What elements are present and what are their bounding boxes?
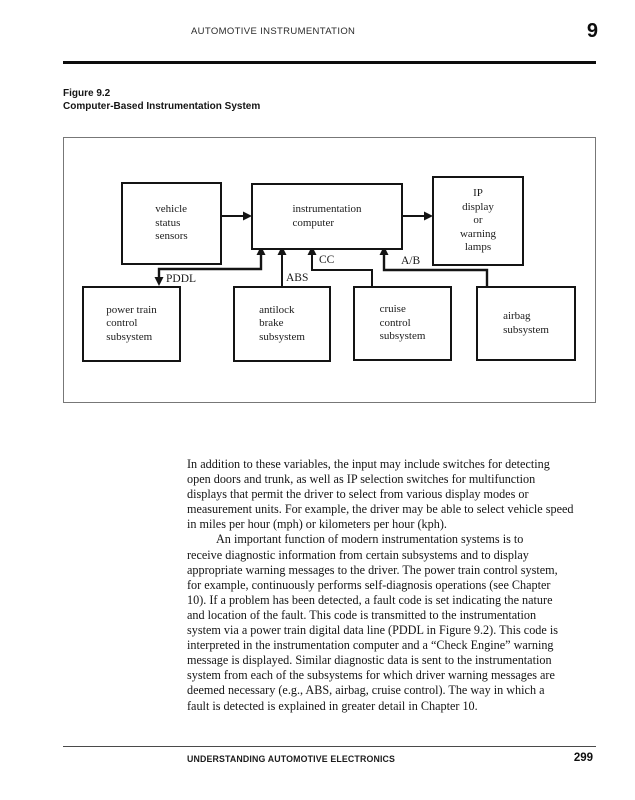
- cruise-control-subsystem-box: cruise control subsystem: [353, 286, 452, 361]
- ab-connector: [379, 246, 489, 286]
- pddl-line-label: PDDL: [166, 273, 197, 285]
- computer-to-display-arrow: [399, 211, 433, 221]
- instrumentation-computer-label: instrumentation computer: [292, 203, 362, 229]
- airbag-subsystem-label: airbag subsystem: [503, 310, 549, 336]
- running-header-title: AUTOMOTIVE INSTRUMENTATION: [191, 26, 356, 37]
- body-text: In addition to these variables, the inpu…: [187, 457, 611, 714]
- footer-page-number: 299: [573, 752, 593, 764]
- ab-line-label: A/B: [401, 255, 421, 267]
- footer-book-title: UNDERSTANDING AUTOMOTIVE ELECTRONICS: [187, 754, 396, 764]
- abs-line-label: ABS: [286, 272, 309, 284]
- figure-frame: vehicle status sensors instrumentation c…: [63, 137, 596, 403]
- cc-line-label: CC: [319, 254, 335, 266]
- vehicle-status-sensors-box: vehicle status sensors: [121, 182, 222, 265]
- body-paragraph-2: An important function of modern instrume…: [187, 532, 558, 713]
- antilock-brake-subsystem-label: antilock brake subsystem: [259, 303, 305, 343]
- instrumentation-computer-box: instrumentation computer: [251, 183, 403, 250]
- ip-display-warning-lamps-box: IP display or warning lamps: [432, 176, 524, 266]
- body-paragraph-1: In addition to these variables, the inpu…: [187, 457, 574, 532]
- pddl-connector: [154, 246, 266, 286]
- ip-display-warning-lamps-label: IP display or warning lamps: [459, 187, 497, 254]
- figure-caption: Figure 9.2 Computer-Based Instrumentatio…: [63, 87, 260, 113]
- figure-title: Computer-Based Instrumentation System: [63, 101, 261, 112]
- chapter-number: 9: [586, 20, 598, 42]
- antilock-brake-subsystem-box: antilock brake subsystem: [233, 286, 331, 362]
- power-train-control-subsystem-label: power train control subsystem: [106, 303, 157, 343]
- vehicle-status-sensors-label: vehicle status sensors: [155, 203, 188, 243]
- power-train-control-subsystem-box: power train control subsystem: [82, 286, 181, 362]
- footer-divider-rule: [63, 746, 596, 747]
- sensors-to-computer-arrow: [218, 211, 252, 221]
- diagram-connector-lines: [154, 211, 489, 286]
- airbag-subsystem-box: airbag subsystem: [476, 286, 576, 361]
- cc-connector: [307, 246, 373, 286]
- header-divider-rule: [63, 61, 596, 64]
- abs-connector: [277, 246, 287, 286]
- figure-label: Figure 9.2: [63, 88, 111, 99]
- cruise-control-subsystem-label: cruise control subsystem: [379, 303, 426, 343]
